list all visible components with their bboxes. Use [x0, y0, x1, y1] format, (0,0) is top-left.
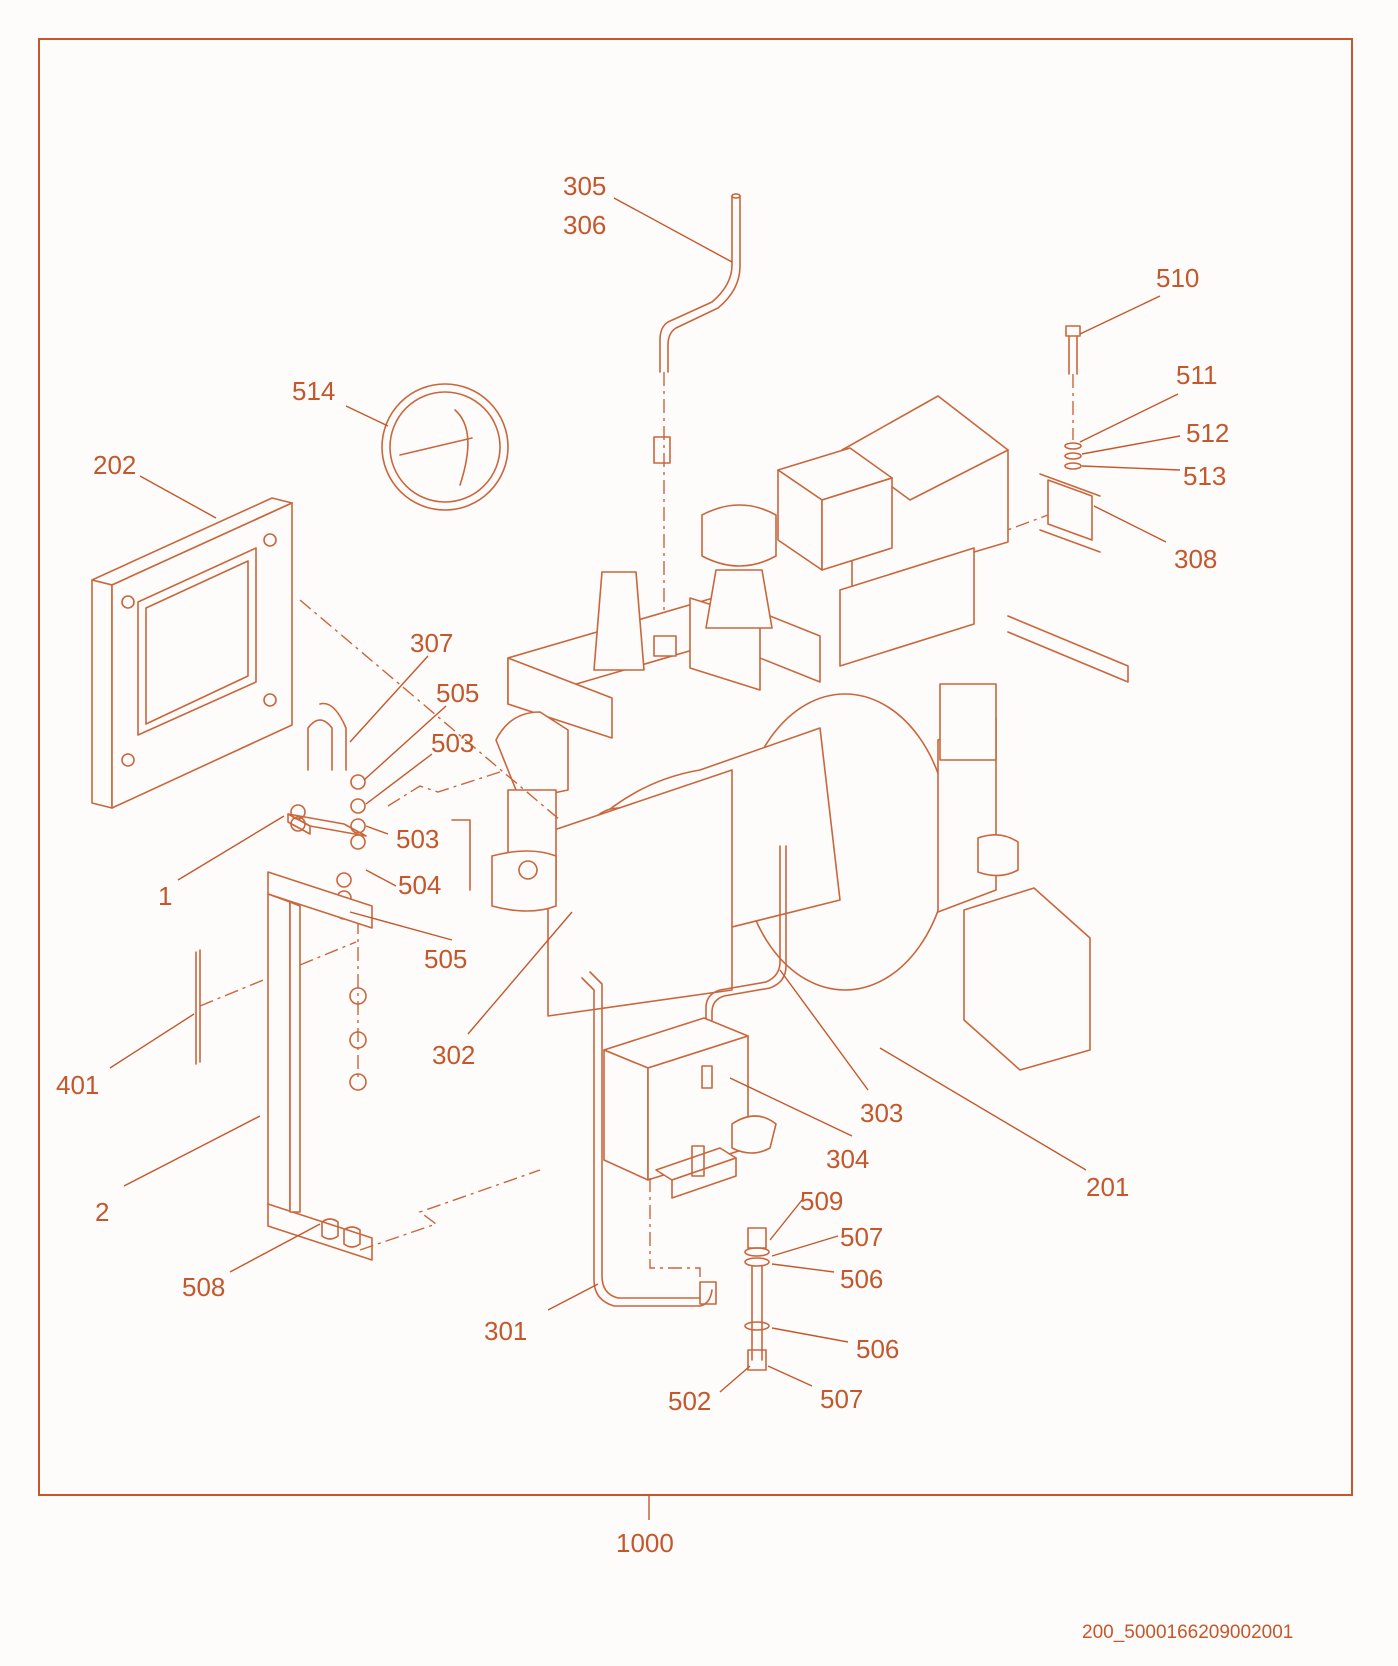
diffuser-disc-514 [381, 383, 509, 511]
label-503-upper: 503 [431, 728, 474, 758]
label-302: 302 [432, 1040, 475, 1070]
junction-box [603, 1017, 749, 1181]
bolt-510 [1064, 325, 1082, 470]
label-506-upper: 506 [840, 1264, 883, 1294]
part-labels: 305 306 510 511 512 513 514 202 308 307 … [56, 171, 1229, 1416]
label-513: 513 [1183, 461, 1226, 491]
pipe-301 [581, 977, 713, 1307]
u-bolt-307 [307, 719, 333, 771]
label-505-lower: 505 [424, 944, 467, 974]
tube-303 [705, 845, 781, 1021]
label-201: 201 [1086, 1172, 1129, 1202]
label-1: 1 [158, 881, 172, 911]
label-307: 307 [410, 628, 453, 658]
label-305: 305 [563, 171, 606, 201]
label-506-lower: 506 [856, 1334, 899, 1364]
label-505-upper: 505 [436, 678, 479, 708]
label-503-lower: 503 [396, 824, 439, 854]
clamp-308 [1039, 473, 1101, 553]
label-401: 401 [56, 1070, 99, 1100]
label-308: 308 [1174, 544, 1217, 574]
label-2: 2 [95, 1197, 109, 1227]
label-511: 511 [1176, 360, 1217, 390]
label-507-lower: 507 [820, 1384, 863, 1414]
label-509: 509 [800, 1186, 843, 1216]
label-301: 301 [484, 1316, 527, 1346]
leader-lines [109, 197, 1181, 1393]
label-508: 508 [182, 1272, 225, 1302]
manifold-tee [655, 1115, 777, 1199]
fan-housing [547, 693, 951, 1017]
label-512: 512 [1186, 418, 1229, 448]
pipe-305 [653, 193, 741, 464]
drawing-frame [38, 38, 1353, 1496]
washer-stack [336, 774, 367, 1091]
motor-block [937, 615, 1129, 1071]
part-drawings [91, 193, 1129, 1371]
label-514: 514 [292, 376, 335, 406]
drawing-reference: 200_5000166209002001 [1082, 1622, 1293, 1643]
leveling-bolt [744, 1227, 770, 1371]
label-306: 306 [563, 210, 606, 240]
burner-body-201 [507, 395, 1009, 739]
support-bracket-2 [267, 871, 373, 1261]
label-510: 510 [1156, 263, 1199, 293]
label-202: 202 [93, 450, 136, 480]
label-504: 504 [398, 870, 441, 900]
label-507-upper: 507 [840, 1222, 883, 1252]
assembly-number: 1000 [616, 1528, 674, 1558]
label-303: 303 [860, 1098, 903, 1128]
flange-plate-202 [91, 497, 293, 809]
valve-elbow [451, 711, 569, 912]
label-304: 304 [826, 1144, 869, 1174]
label-502: 502 [668, 1386, 711, 1416]
bracket-1 [287, 804, 367, 837]
